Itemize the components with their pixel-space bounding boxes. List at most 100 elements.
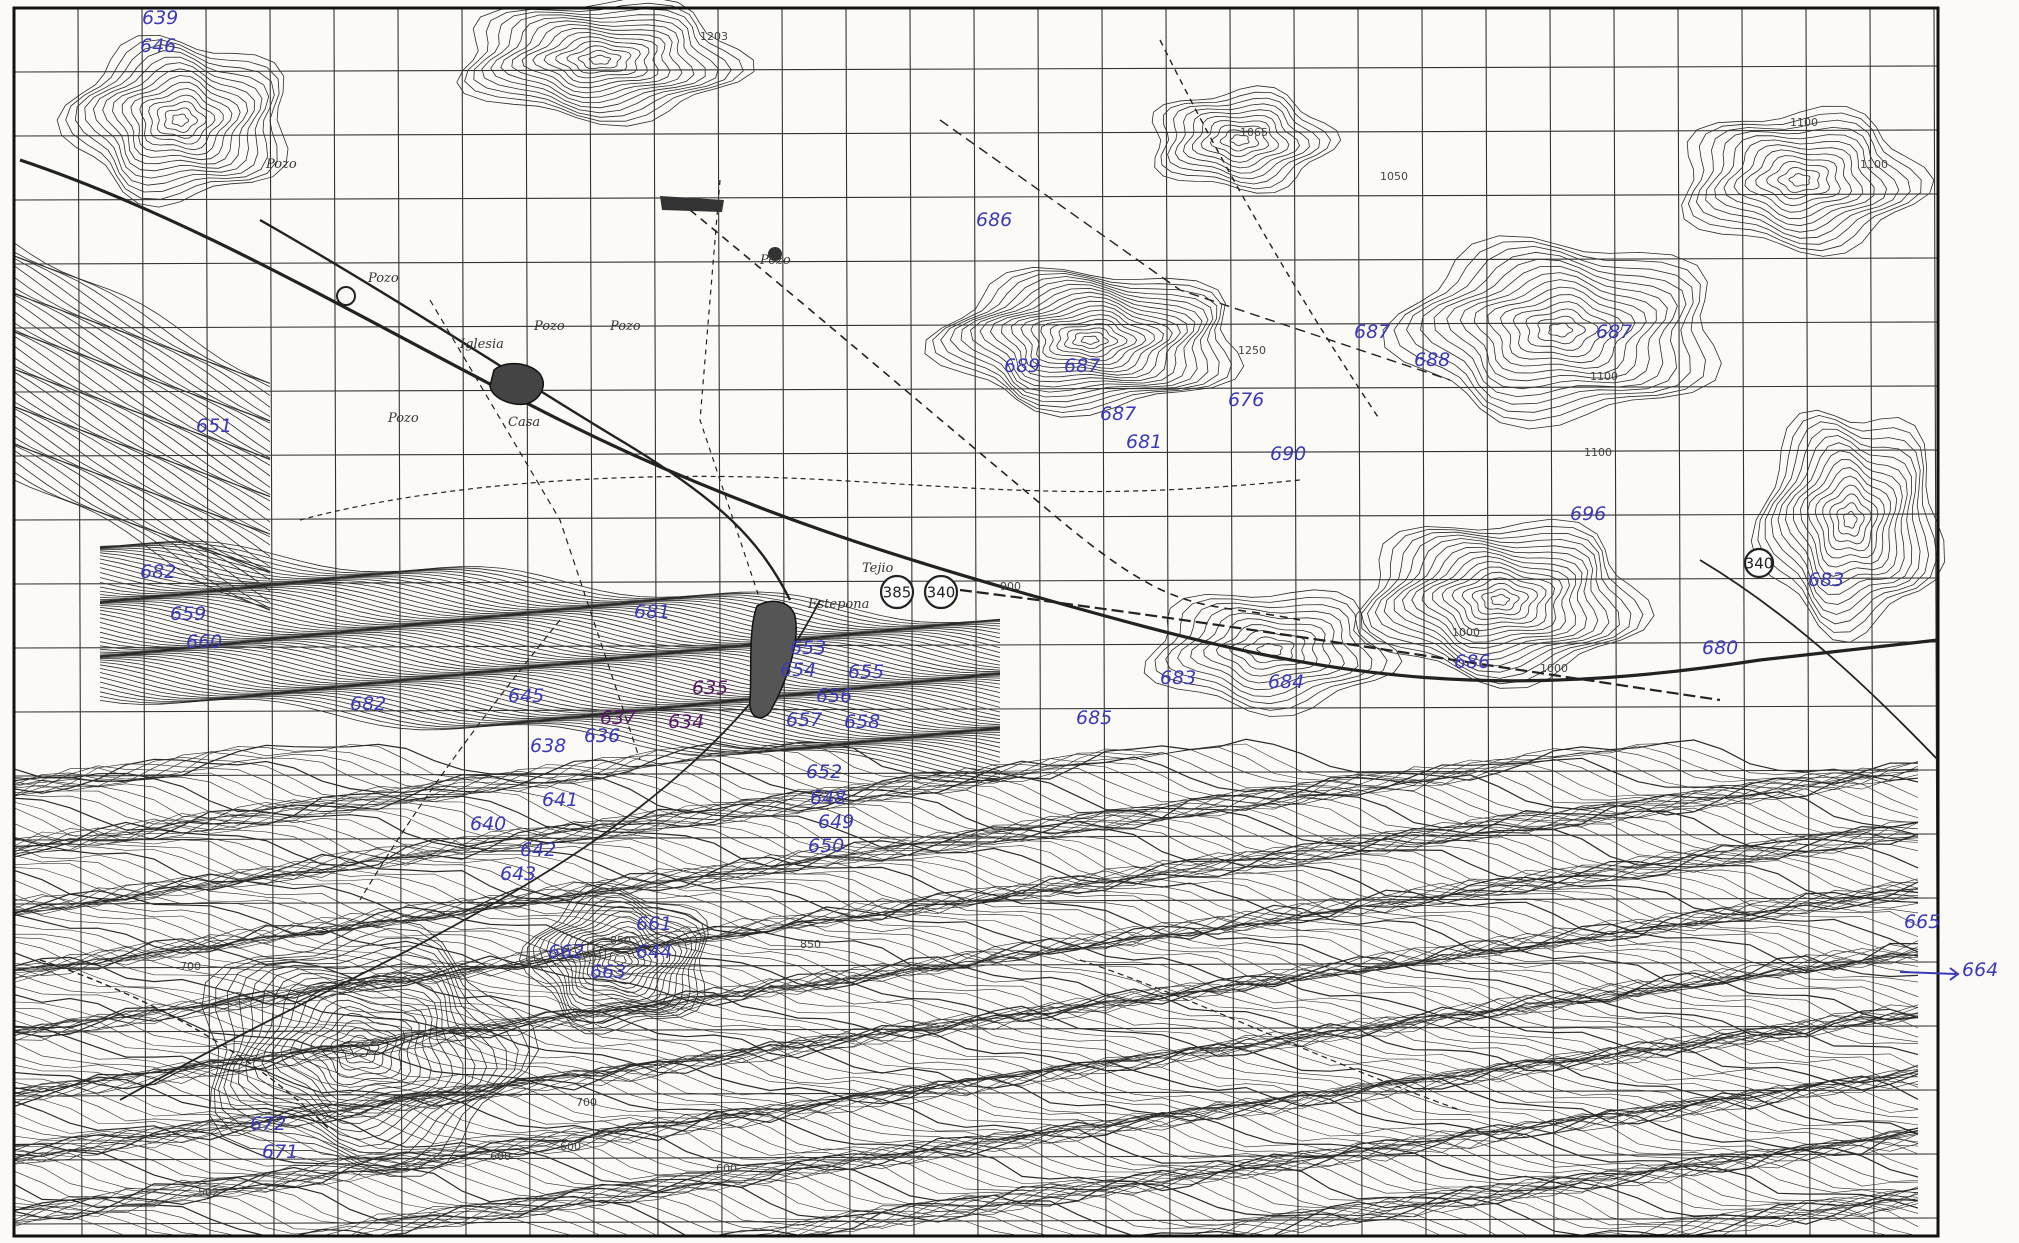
- grid-line: [461, 7, 467, 1237]
- contour-line: [1200, 120, 1279, 163]
- contour-line: [13, 1080, 1919, 1129]
- contour-line: [65, 39, 280, 200]
- annotation: 685: [1076, 707, 1112, 729]
- contour-line: [456, 0, 755, 127]
- place-label-pozo-4: Pozo: [759, 253, 791, 268]
- contour-line: [543, 36, 650, 84]
- contour-line: [1056, 323, 1128, 358]
- contour-line: [139, 88, 224, 151]
- contour-line: [1177, 607, 1359, 697]
- annotation: 684: [1268, 671, 1304, 693]
- svg-text:340: 340: [1745, 555, 1774, 573]
- contour-line: [99, 652, 1001, 735]
- contour-line: [13, 311, 271, 459]
- contour-line: [13, 1164, 1919, 1209]
- contour-line: [1203, 618, 1332, 684]
- contour-line: [99, 550, 1001, 634]
- contour-line: [1733, 144, 1864, 220]
- contour-line: [13, 1051, 1919, 1103]
- road-badge-340-east: 340: [1743, 547, 1775, 579]
- contour-line: [99, 644, 1001, 727]
- annotation: 682: [350, 693, 386, 715]
- road-badge-385: 385: [879, 574, 915, 610]
- contour-line: [970, 283, 1203, 393]
- contour-line: [1174, 103, 1310, 180]
- contour-line: [99, 546, 1001, 629]
- elevation-label: 1100: [1590, 370, 1618, 383]
- contour-line: [13, 294, 271, 443]
- contour-line: [13, 408, 271, 557]
- elevation-label: 700: [576, 1096, 597, 1109]
- contour-line: [1353, 518, 1655, 689]
- annotation-emphasized: 635: [692, 677, 728, 699]
- contour-line: [13, 813, 1919, 857]
- contour-line: [13, 1153, 1919, 1195]
- annotation: 690: [1270, 443, 1306, 465]
- contour-line: [13, 774, 1919, 816]
- contour-line: [532, 32, 659, 89]
- annotation-arrow-head: [1949, 967, 1960, 981]
- grid-line: [1421, 7, 1427, 1237]
- annotation: 683: [1808, 569, 1844, 591]
- elevation-label: 850: [610, 934, 631, 947]
- contour-line: [99, 547, 1001, 631]
- contour-line: [526, 887, 706, 1030]
- contour-line: [238, 963, 488, 1147]
- contour-line: [13, 1177, 1919, 1222]
- elevation-label: 1203: [700, 30, 728, 43]
- contour-line: [13, 988, 1919, 1039]
- grid-line: [1165, 7, 1171, 1237]
- contour-line: [1500, 294, 1624, 364]
- contour-line: [1548, 322, 1574, 338]
- contour-line: [13, 1143, 1919, 1187]
- contour-line: [1714, 134, 1888, 233]
- grid-line: [909, 7, 915, 1237]
- contour-line: [13, 945, 1919, 996]
- contour-line: [1744, 149, 1853, 213]
- contour-line: [13, 831, 1919, 878]
- annotation: 648: [810, 787, 846, 809]
- annotation: 687: [1100, 403, 1136, 425]
- contour-line: [13, 916, 1919, 966]
- contour-line: [573, 920, 671, 998]
- contour-line: [99, 596, 1001, 679]
- contour-line: [13, 1197, 1919, 1237]
- contour-line: [1382, 235, 1722, 430]
- annotation: 643: [500, 863, 536, 885]
- contour-line: [1814, 475, 1885, 559]
- annotation: 644: [636, 941, 672, 963]
- contour-line: [580, 926, 665, 993]
- annotation: 636: [584, 725, 620, 747]
- contour-line: [1383, 538, 1610, 667]
- contour-line: [13, 265, 271, 418]
- contour-line: [13, 242, 271, 384]
- contour-line: [13, 293, 271, 431]
- contour-line: [989, 291, 1188, 383]
- road-badge-340: 340: [923, 574, 959, 610]
- elevation-label: 600: [490, 1150, 511, 1163]
- contour-line: [13, 251, 271, 384]
- annotation-emphasized: 634: [668, 711, 704, 733]
- contour-line: [613, 955, 627, 966]
- contour-line: [1393, 240, 1706, 422]
- contour-line: [13, 1064, 1919, 1116]
- grid-line: [845, 7, 851, 1237]
- contour-line: [1525, 308, 1599, 351]
- contour-line: [99, 653, 1001, 737]
- contour-line: [13, 977, 1919, 1028]
- contour-line: [13, 329, 271, 461]
- village-north-block: [660, 196, 724, 212]
- contour-line: [13, 902, 1919, 952]
- contour-line: [1770, 428, 1921, 615]
- contour-line: [330, 1027, 389, 1071]
- contour-line: [1072, 331, 1109, 349]
- contour-line: [1000, 296, 1181, 379]
- contour-line: [1451, 571, 1547, 626]
- annotation: 657: [786, 709, 822, 731]
- contour-line: [340, 1034, 380, 1064]
- contour-line: [13, 955, 1919, 1007]
- contour-line: [1190, 612, 1345, 691]
- contour-line: [13, 460, 271, 609]
- contour-line: [13, 969, 1919, 1021]
- contour-line: [13, 742, 1919, 786]
